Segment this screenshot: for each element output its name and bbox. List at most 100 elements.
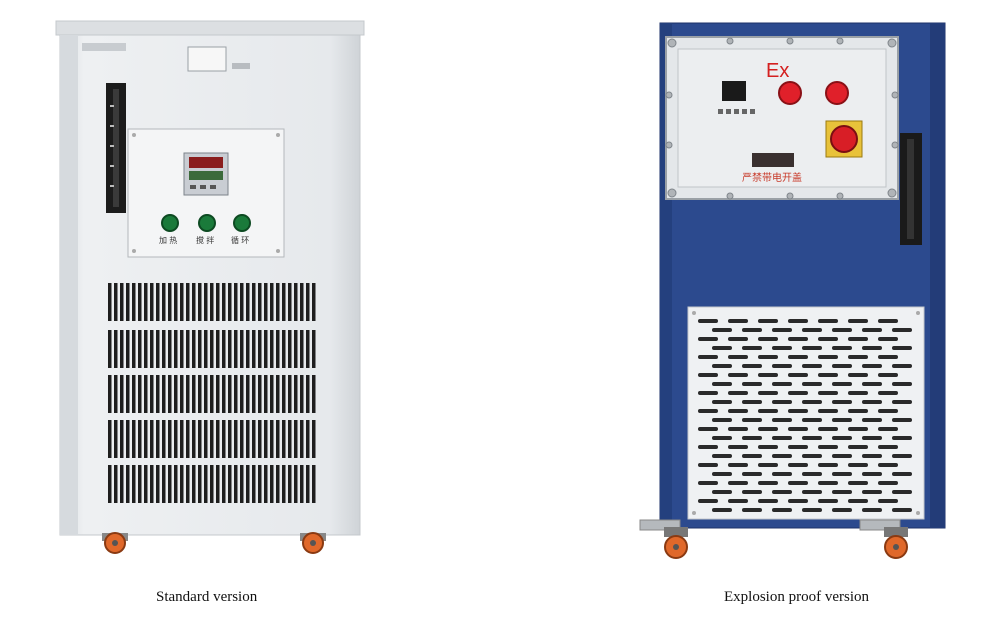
vent-slot xyxy=(252,330,256,368)
vent-slot xyxy=(162,375,166,413)
vent-slot xyxy=(288,375,292,413)
perforation-slot xyxy=(832,364,852,368)
emergency-stop-button[interactable] xyxy=(830,125,858,153)
perforation-slot xyxy=(802,328,822,332)
perforation-slot xyxy=(892,472,912,476)
perforation-slot xyxy=(758,355,778,359)
perforation-slot xyxy=(758,481,778,485)
perforation-slot xyxy=(788,355,808,359)
perforation-slots xyxy=(698,319,912,512)
vent-slot xyxy=(312,283,316,321)
vent-slot xyxy=(156,420,160,458)
perforation-slot xyxy=(742,490,762,494)
vent-slot xyxy=(198,465,202,503)
vent-slot xyxy=(156,465,160,503)
perforation-slot xyxy=(818,391,838,395)
vent-slot xyxy=(252,375,256,413)
vent-slot xyxy=(270,375,274,413)
perforation-slot xyxy=(892,454,912,458)
vent-slot xyxy=(138,283,142,321)
perforation-slot xyxy=(728,481,748,485)
vent-slot xyxy=(210,420,214,458)
vent-slot xyxy=(270,465,274,503)
perforation-slot xyxy=(788,409,808,413)
perforation-slot xyxy=(862,490,882,494)
perforation-slot xyxy=(788,445,808,449)
vent-slot xyxy=(264,330,268,368)
perforation-slot xyxy=(742,346,762,350)
nameplate xyxy=(187,46,227,72)
vent-slot xyxy=(192,283,196,321)
perforation-slot xyxy=(892,418,912,422)
explosion-proof-chiller-image: Ex 严禁带电开盖 xyxy=(639,22,946,559)
perforation-slot xyxy=(862,508,882,512)
vent-slot xyxy=(132,330,136,368)
perforation-slot xyxy=(772,472,792,476)
heat-button[interactable] xyxy=(161,214,179,232)
vent-slot xyxy=(162,465,166,503)
perforation-slot xyxy=(712,418,732,422)
perforation-slot xyxy=(802,400,822,404)
perforation-slot xyxy=(758,391,778,395)
vent-slot xyxy=(300,283,304,321)
perforation-slot xyxy=(788,499,808,503)
perforation-slot xyxy=(832,328,852,332)
vent-slot xyxy=(186,330,190,368)
vent-slot xyxy=(180,330,184,368)
vent-slot xyxy=(216,283,220,321)
perforation-slot xyxy=(758,445,778,449)
perforation-slot xyxy=(742,454,762,458)
circulate-button[interactable] xyxy=(233,214,251,232)
vent-slot xyxy=(126,330,130,368)
perforation-slot xyxy=(802,382,822,386)
vent-slot xyxy=(192,420,196,458)
perforation-slot xyxy=(818,499,838,503)
vent-slot xyxy=(258,375,262,413)
perforation-slot xyxy=(862,328,882,332)
vent-slot xyxy=(114,375,118,413)
perforation-slot xyxy=(712,454,732,458)
perforation-slot xyxy=(698,319,718,323)
perforation-slot xyxy=(892,364,912,368)
standard-cabinet xyxy=(59,24,361,536)
perforation-slot xyxy=(878,337,898,341)
vent-slot xyxy=(174,375,178,413)
perforation-slot xyxy=(788,373,808,377)
vent-slot xyxy=(126,465,130,503)
vent-slot xyxy=(150,330,154,368)
perforation-slot xyxy=(818,355,838,359)
vent-slot xyxy=(198,330,202,368)
vent-slot xyxy=(294,330,298,368)
perforation-slot xyxy=(892,346,912,350)
stir-button[interactable] xyxy=(198,214,216,232)
perforation-slot xyxy=(862,454,882,458)
perforation-slot xyxy=(802,490,822,494)
perforation-slot xyxy=(728,337,748,341)
perforation-slot xyxy=(848,445,868,449)
red-button-left[interactable] xyxy=(778,81,802,105)
perforation-slot xyxy=(772,382,792,386)
vent-slot xyxy=(282,375,286,413)
perforation-slot xyxy=(698,445,718,449)
perforation-slot xyxy=(848,463,868,467)
perforation-slot xyxy=(712,328,732,332)
vent-slot xyxy=(186,465,190,503)
perforation-slot xyxy=(878,499,898,503)
vent-slot xyxy=(306,465,310,503)
vent-slot xyxy=(114,420,118,458)
perforation-slot xyxy=(818,319,838,323)
vent-slot xyxy=(186,375,190,413)
perforation-slot xyxy=(862,418,882,422)
vent-slot xyxy=(138,420,142,458)
vent-slot xyxy=(186,283,190,321)
perforation-slot xyxy=(788,427,808,431)
perforation-slot xyxy=(848,355,868,359)
vent-slot xyxy=(156,283,160,321)
perforation-slot xyxy=(698,427,718,431)
vent-slot xyxy=(246,375,250,413)
perforation-slot xyxy=(802,418,822,422)
perforation-slot xyxy=(712,508,732,512)
red-button-right[interactable] xyxy=(825,81,849,105)
vent-slot xyxy=(168,330,172,368)
perforation-slot xyxy=(832,472,852,476)
